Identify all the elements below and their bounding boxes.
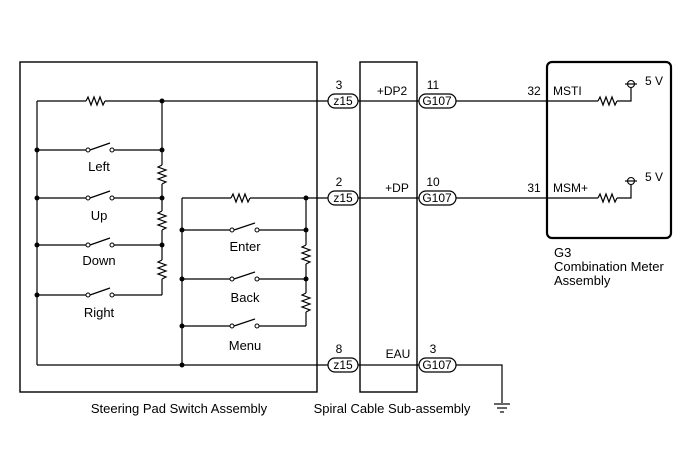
signal-dp2: +DP2 xyxy=(377,84,408,98)
spiral-cable-box xyxy=(359,61,418,393)
z15-label: z15 xyxy=(333,94,353,108)
switch-label-menu: Menu xyxy=(229,338,262,353)
meter-code-label: G3 xyxy=(554,245,571,260)
meter-name-line1: Combination Meter xyxy=(554,259,664,274)
switch-label-right: Right xyxy=(84,305,115,320)
z15-label: z15 xyxy=(333,358,353,372)
switch-label-enter: Enter xyxy=(229,239,261,254)
g107-connector-dp: G107 xyxy=(418,190,457,206)
pin-meter-msti: 32 xyxy=(527,84,541,98)
z15-label: z15 xyxy=(333,191,353,205)
pin-z15-eau: 8 xyxy=(336,342,343,356)
switch-label-down: Down xyxy=(82,253,115,268)
z15-connector-eau: z15 xyxy=(327,357,359,373)
z15-connector-dp2: z15 xyxy=(327,93,359,109)
msm-pullup: 5 V xyxy=(597,170,663,204)
switch-label-up: Up xyxy=(91,208,108,223)
g107-label: G107 xyxy=(422,358,452,372)
signal-msti: MSTI xyxy=(553,84,582,98)
meter-name-line2: Assembly xyxy=(554,273,611,288)
pin-g107-eau: 3 xyxy=(430,342,437,356)
pin-g107-dp: 10 xyxy=(426,175,440,189)
spiral-cable-label: Spiral Cable Sub-assembly xyxy=(314,401,471,416)
switch-label-left: Left xyxy=(88,159,110,174)
g107-connector-dp2: G107 xyxy=(418,93,457,109)
signal-eau: EAU xyxy=(386,347,411,361)
dp-ladder xyxy=(179,192,328,368)
steering-pad-label: Steering Pad Switch Assembly xyxy=(91,401,268,416)
pin-g107-dp2: 11 xyxy=(427,78,440,92)
pin-meter-msm: 31 xyxy=(527,181,541,195)
g107-label: G107 xyxy=(422,191,452,205)
signal-msm: MSM+ xyxy=(553,181,588,195)
pin-z15-dp: 2 xyxy=(336,175,343,189)
switch-label-back: Back xyxy=(231,290,260,305)
supply-5v: 5 V xyxy=(645,74,663,88)
supply-5v: 5 V xyxy=(645,170,663,184)
ground-symbol xyxy=(456,364,510,413)
dp2-ladder xyxy=(34,95,328,365)
pin-z15-dp2: 3 xyxy=(336,78,343,92)
steering-pad-switch-box xyxy=(19,61,318,393)
signal-dp: +DP xyxy=(385,181,409,195)
g107-label: G107 xyxy=(422,94,452,108)
msti-pullup: 5 V xyxy=(597,74,663,107)
z15-connector-dp: z15 xyxy=(327,190,359,206)
combination-meter-box xyxy=(545,60,673,240)
g107-connector-eau: G107 xyxy=(418,357,457,373)
